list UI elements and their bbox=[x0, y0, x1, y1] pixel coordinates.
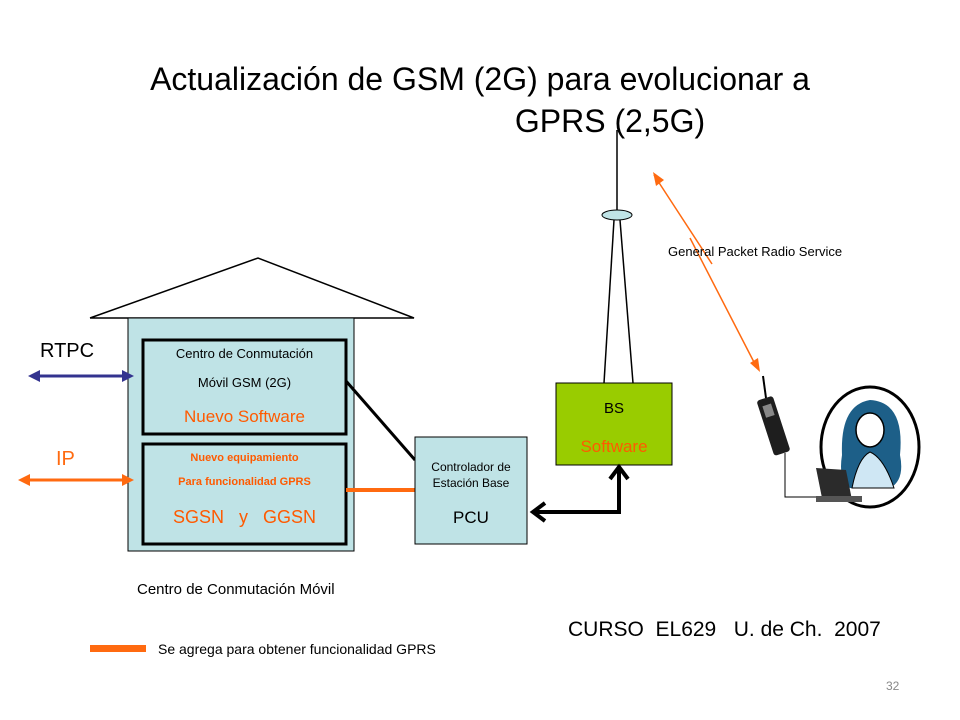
bsc-bs-arrow-up bbox=[608, 463, 630, 481]
pcu-label: PCU bbox=[453, 508, 489, 527]
gprs-equipment-box bbox=[141, 442, 348, 546]
sgsn-ggsn-label: SGSN y GGSN bbox=[172, 507, 317, 527]
bs-software-label: Software bbox=[580, 437, 648, 456]
user-laptop-icon bbox=[816, 385, 921, 509]
gprs-equipment-line2: Para funcionalidad GPRS bbox=[178, 476, 311, 488]
legend-text: Se agrega para obtener funcionalidad GPR… bbox=[158, 641, 436, 657]
ip-label: IP bbox=[56, 448, 75, 470]
bs-label: BS bbox=[603, 400, 624, 417]
rtpc-arrow-right bbox=[122, 370, 134, 382]
antenna-tower-icon bbox=[601, 130, 634, 384]
bsc-label-line2: Estación Base bbox=[432, 476, 510, 490]
bsc-bs-arrow-left bbox=[529, 501, 547, 523]
msc-bsc-link bbox=[344, 380, 417, 461]
course-label: CURSO EL629 U. de Ch. 2007 bbox=[568, 618, 881, 641]
bsc-label-line1: Controlador de bbox=[431, 460, 511, 474]
msc-label-line2: Móvil GSM (2G) bbox=[197, 375, 292, 390]
rtpc-label: RTPC bbox=[40, 340, 95, 362]
legend-swatch bbox=[90, 645, 146, 652]
radio-service-label: General Packet Radio Service bbox=[668, 244, 843, 259]
bsc-bs-link bbox=[535, 470, 621, 514]
ip-arrow-right bbox=[122, 474, 134, 486]
radio-link bbox=[653, 172, 760, 372]
mobile-phone-icon bbox=[757, 375, 820, 498]
rtpc-arrow-left bbox=[28, 370, 40, 382]
gprs-equipment-line1: Nuevo equipamiento bbox=[190, 452, 299, 464]
bs-box bbox=[555, 382, 673, 466]
msc-box bbox=[141, 338, 348, 436]
page-number: 32 bbox=[886, 679, 900, 693]
slide-title-line1: Actualización de GSM (2G) para evolucion… bbox=[150, 61, 810, 97]
building-roof bbox=[89, 257, 415, 319]
msc-software-label: Nuevo Software bbox=[184, 407, 305, 426]
ip-arrow-left bbox=[18, 474, 30, 486]
building-caption: Centro de Conmutación Móvil bbox=[137, 581, 335, 598]
slide-title-line2: GPRS (2,5G) bbox=[514, 103, 706, 139]
msc-label-line1: Centro de Conmutación bbox=[175, 346, 314, 361]
bsc-box bbox=[414, 436, 528, 545]
